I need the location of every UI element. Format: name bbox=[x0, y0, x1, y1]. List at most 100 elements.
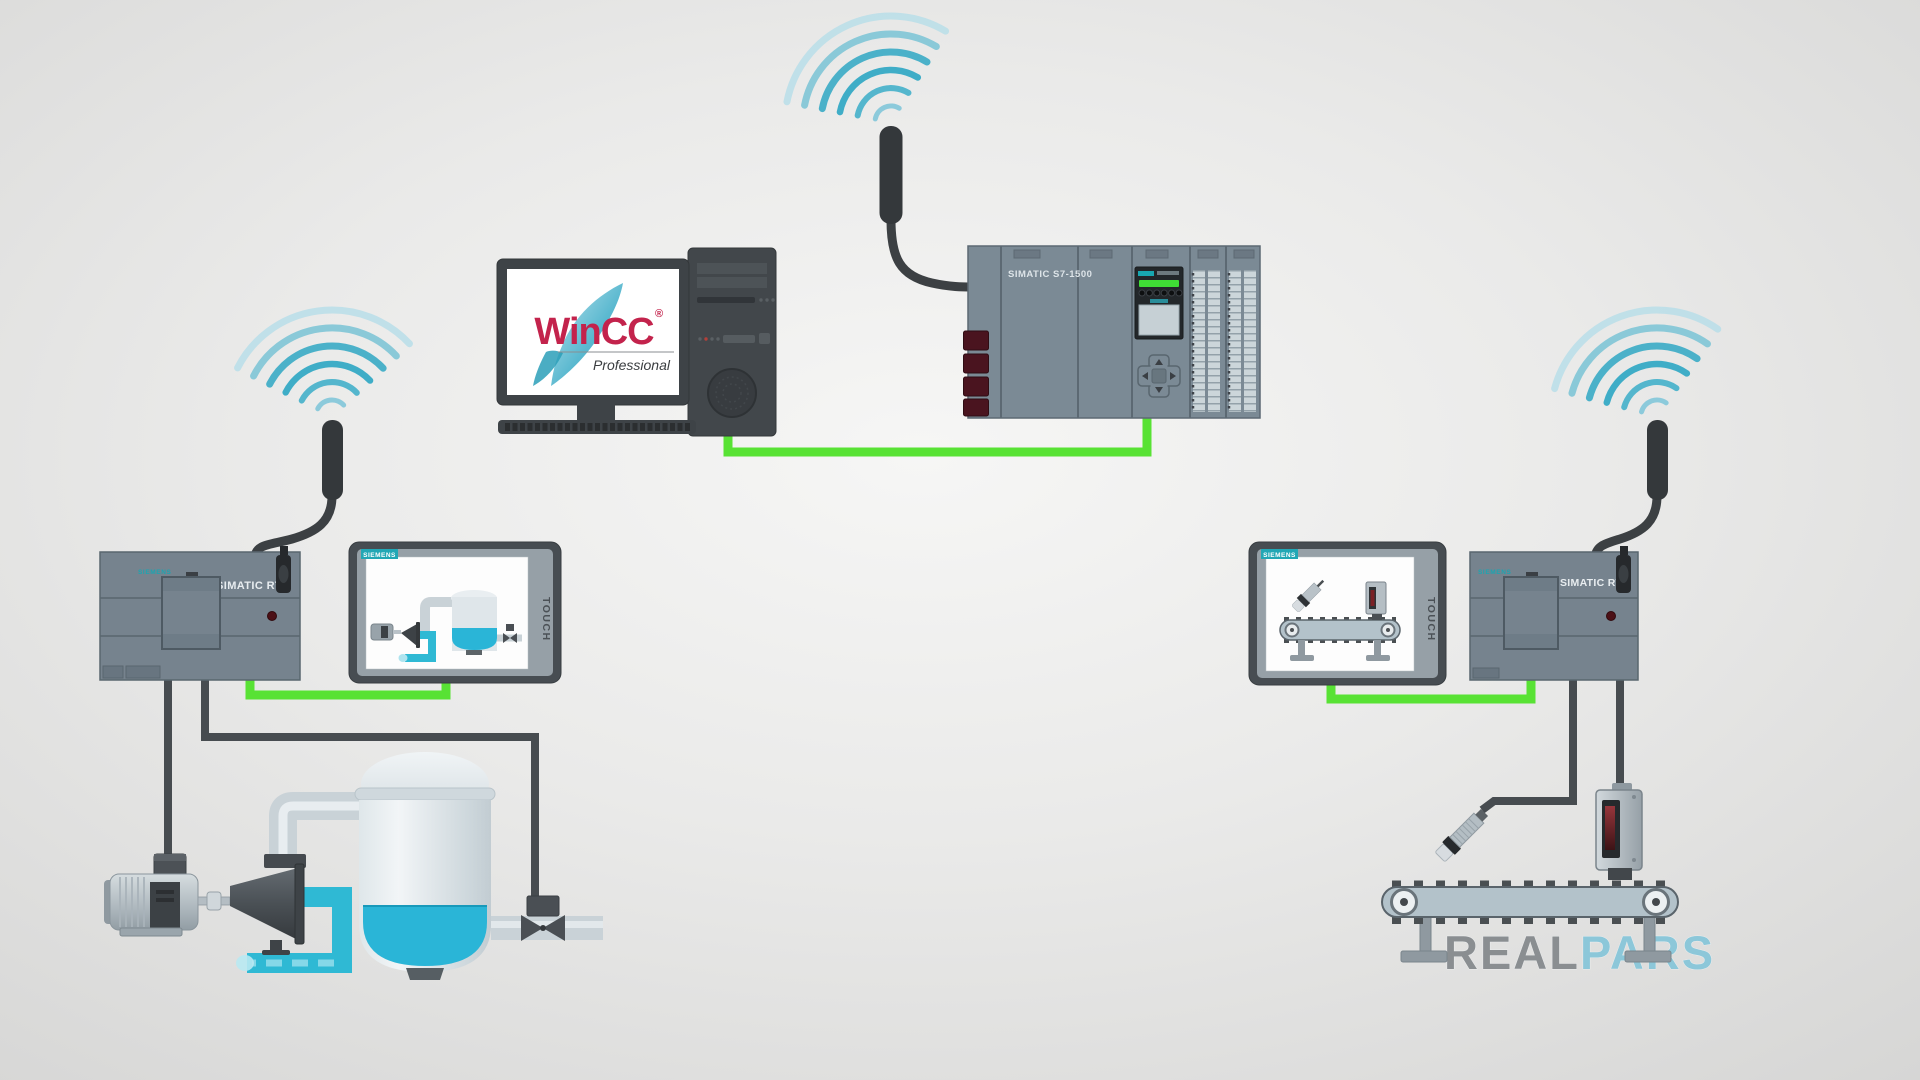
motor-band bbox=[150, 882, 180, 928]
valve-actuator bbox=[526, 895, 560, 917]
realpars-logo: REALPARS bbox=[1444, 926, 1715, 979]
sensor-mount-nub bbox=[1608, 868, 1632, 880]
tower-fan-ring bbox=[722, 383, 742, 403]
cpu-siemens-chip bbox=[1138, 271, 1154, 276]
tower-slot bbox=[723, 335, 755, 343]
tower-led bbox=[698, 337, 702, 341]
conveyor-station bbox=[1381, 783, 1679, 963]
hmi-screen bbox=[1265, 556, 1415, 672]
plc-s7-1500: SIMATIC S7-1500 bbox=[963, 245, 1261, 419]
pump-flange bbox=[294, 863, 305, 945]
antenna-top bbox=[879, 126, 903, 224]
plc-ethernet-ports bbox=[963, 330, 989, 417]
motor-vent bbox=[156, 890, 174, 894]
motor-vent bbox=[156, 898, 174, 902]
mimic-outflow bbox=[398, 654, 408, 662]
rtu-vent bbox=[1472, 667, 1500, 679]
antenna-left bbox=[322, 420, 343, 500]
mimic-shaft bbox=[393, 630, 401, 634]
mimic-valve bbox=[510, 633, 517, 643]
centrifugal-pump bbox=[230, 854, 306, 955]
tower-power-button bbox=[759, 333, 770, 344]
sensor-ring-nut bbox=[1442, 836, 1461, 855]
tank-inlet-pipe-highlight bbox=[278, 801, 360, 864]
rtu-status-led bbox=[1606, 611, 1616, 621]
hmi-brand-badge bbox=[1261, 549, 1298, 559]
motor-base bbox=[119, 927, 183, 937]
wincc-registered-mark: ® bbox=[655, 308, 663, 320]
conveyor-belt bbox=[1381, 886, 1679, 918]
valve-body bbox=[543, 915, 565, 941]
rtu-terminal-block bbox=[1503, 572, 1559, 650]
cpu-type-label bbox=[1157, 271, 1179, 275]
mimic-photo-sensor bbox=[1365, 581, 1387, 620]
tower-led bbox=[710, 337, 714, 341]
rtu-right: SIEMENS SIMATIC RTU bbox=[1469, 546, 1639, 681]
antenna-cable-right bbox=[1590, 491, 1662, 563]
mimic-tank-nub bbox=[466, 650, 482, 655]
mimic-liquid bbox=[452, 628, 497, 650]
motor-junction-box-lid bbox=[154, 854, 186, 861]
conveyor-leg-foot bbox=[1400, 950, 1448, 963]
rtu-vent bbox=[125, 665, 161, 679]
tower-dot bbox=[759, 298, 763, 302]
rtu-antenna-stub bbox=[1620, 546, 1628, 555]
mimic-valve bbox=[503, 633, 510, 643]
cpu-led-bar bbox=[1139, 280, 1179, 287]
plc-top-tabs bbox=[1013, 249, 1255, 259]
valve-body bbox=[521, 915, 543, 941]
hmi-brand-badge bbox=[361, 549, 398, 559]
shaft-coupling bbox=[206, 891, 222, 911]
sensor-threads bbox=[1452, 818, 1479, 845]
mimic-valve-actuator bbox=[506, 624, 514, 631]
rtu-left: SIEMENS SIMATIC RTU bbox=[99, 546, 301, 681]
mimic-roller-hub bbox=[1290, 628, 1294, 632]
mimic-proximity-sensor bbox=[1292, 579, 1325, 612]
conveyor-roller-hub bbox=[1652, 898, 1660, 906]
sensor-tip bbox=[1435, 843, 1454, 862]
mimic-pump-flange bbox=[416, 622, 420, 648]
siemens-logo: SIEMENS bbox=[138, 569, 172, 576]
cpu-screen bbox=[1138, 304, 1180, 336]
cable-rtu-to-proximity-sensor bbox=[1479, 676, 1577, 814]
sensor-lens bbox=[1605, 806, 1615, 850]
motor bbox=[104, 853, 199, 937]
plc-io-modules bbox=[1191, 270, 1256, 412]
mimic-leg-foot bbox=[1366, 655, 1390, 661]
mimic-pipe bbox=[420, 597, 456, 636]
plc-module-dividers bbox=[1000, 246, 1227, 418]
rtu-antenna-stub bbox=[280, 546, 288, 555]
mimic-roller-hub bbox=[1386, 628, 1390, 632]
field-cables bbox=[164, 676, 1624, 900]
mimic-belt bbox=[1279, 619, 1401, 641]
tower-power-led bbox=[704, 337, 708, 341]
conveyor-leg bbox=[1643, 914, 1656, 954]
plc-dpad bbox=[1137, 354, 1181, 398]
tank-lip bbox=[354, 787, 496, 801]
monitor-stand bbox=[577, 404, 615, 421]
valve-stem bbox=[540, 925, 546, 931]
wincc-swoosh-icon bbox=[551, 283, 623, 386]
rtu-model-label: SIMATIC RTU bbox=[216, 580, 290, 592]
hmi-left: SIEMENS TOUCH bbox=[348, 541, 562, 684]
cpu-small-label bbox=[1150, 299, 1168, 303]
pump-station bbox=[104, 752, 603, 980]
photoelectric-sensor bbox=[1595, 783, 1643, 880]
tower-fan-grille bbox=[707, 368, 757, 418]
discharge-splash bbox=[236, 955, 254, 971]
hmi-conveyor-mimic bbox=[1279, 579, 1401, 661]
hmi-pump-mimic bbox=[370, 590, 522, 662]
hmi-right: SIEMENS TOUCH bbox=[1248, 541, 1447, 686]
antenna-right bbox=[1647, 420, 1668, 500]
wincc-edition: Professional bbox=[593, 357, 671, 373]
hmi-screen bbox=[365, 556, 529, 670]
sensor-back-cap bbox=[1475, 808, 1489, 822]
mimic-leg bbox=[1374, 640, 1381, 656]
rtu-model-label: SIMATIC RTU bbox=[1560, 577, 1630, 589]
wincc-title: WinCC bbox=[534, 311, 654, 353]
antennas bbox=[250, 126, 1668, 563]
ethernet-cables bbox=[245, 416, 1536, 704]
scada-pc: WinCC ® Professional bbox=[496, 247, 777, 437]
hmi-brand-label: SIEMENS bbox=[363, 552, 396, 559]
